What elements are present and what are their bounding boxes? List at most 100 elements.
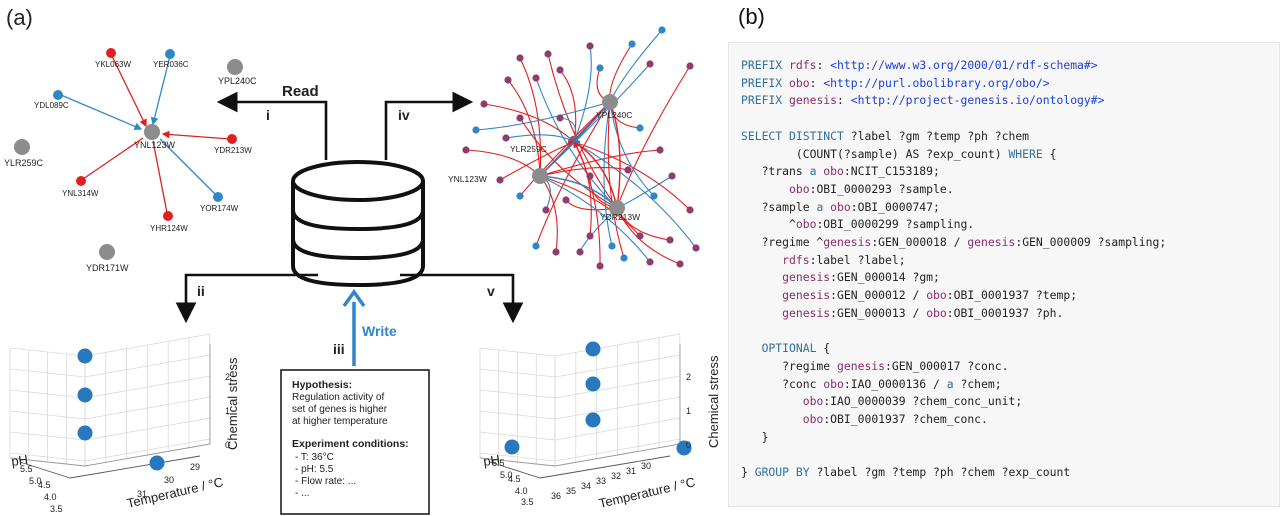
network-node <box>646 258 654 266</box>
tick: 33 <box>596 476 606 486</box>
code-token: obo <box>795 217 817 232</box>
network-node <box>532 74 540 82</box>
code-token <box>741 182 789 196</box>
network-edge <box>507 79 544 178</box>
code-token: } <box>741 429 769 444</box>
code-line <box>741 110 1166 128</box>
network-node <box>552 248 560 256</box>
network-edge <box>538 149 661 178</box>
network-edge <box>499 140 576 181</box>
code-token: obo <box>823 376 844 391</box>
network-node <box>562 196 570 204</box>
hypothesis-line: set of genes is higher <box>292 404 388 415</box>
code-token <box>741 394 803 408</box>
panel-b-label: (b) <box>738 4 765 29</box>
code-token: :GEN_000014 ?gm; <box>830 270 940 285</box>
tick: 30 <box>164 475 174 485</box>
code-token: :GEN_000009 ?sampling; <box>1015 235 1167 250</box>
code-token: obo <box>789 75 810 90</box>
grid-line <box>84 333 211 357</box>
code-token: :OBI_0001937 ?ph. <box>946 305 1064 320</box>
large-network <box>462 26 700 270</box>
code-line: genesis:GEN_000012 / obo:OBI_0001937 ?te… <box>741 287 1166 305</box>
code-line: ^obo:OBI_0000299 ?sampling. <box>741 216 1166 234</box>
network-edge <box>475 100 612 131</box>
code-line: OPTIONAL { <box>741 340 1166 358</box>
tick: 5.5 <box>20 464 33 474</box>
hypothesis-title: Hypothesis: <box>292 379 352 391</box>
data-point <box>585 341 601 357</box>
tick: 4.0 <box>515 486 528 496</box>
network-node <box>576 248 584 256</box>
network-hub-node <box>532 168 548 184</box>
code-line: PREFIX obo: <http://purl.obolibrary.org/… <box>741 75 1166 93</box>
code-token: obo <box>823 164 844 179</box>
tick: 34 <box>581 481 591 491</box>
network-node <box>636 232 644 240</box>
write-label: Write <box>362 323 397 339</box>
network-node <box>624 166 632 174</box>
node-label: YKL063W <box>95 60 131 69</box>
tick: 4.5 <box>508 474 521 484</box>
code-line: obo:OBI_0001937 ?chem_conc. <box>741 411 1166 429</box>
code-token: <http://project-genesis.io/ontology#> <box>850 93 1105 108</box>
network-node <box>650 192 658 200</box>
left-zlabel: Chemical stress <box>225 357 240 450</box>
code-line: rdfs:label ?label; <box>741 252 1166 270</box>
code-token: :OBI_0001937 ?chem_conc. <box>823 412 988 427</box>
network-node <box>646 60 654 68</box>
tick: 4.0 <box>44 492 57 502</box>
code-line: ?regime ^genesis:GEN_000018 / genesis:GE… <box>741 234 1167 252</box>
code-line: genesis:GEN_000013 / obo:OBI_0001937 ?ph… <box>741 305 1166 323</box>
axis-line <box>69 455 201 479</box>
code-token: } <box>741 465 755 480</box>
data-point <box>77 425 93 441</box>
code-line: ?trans a obo:NCIT_C153189; <box>741 163 1166 181</box>
tick: 4.5 <box>38 480 51 490</box>
code-token <box>741 412 803 426</box>
tick: 31 <box>137 489 147 499</box>
code-token: genesis <box>837 358 886 373</box>
code-token: ?regime ^ <box>741 235 824 250</box>
network-hub-node <box>602 94 618 110</box>
roman-iii: iii <box>333 341 345 357</box>
code-token: obo <box>802 394 824 409</box>
tick: 2 <box>225 372 230 382</box>
tick: 36 <box>551 491 561 501</box>
code-token: ?regime <box>741 358 838 373</box>
code-token: ?label ?gm ?temp ?ph ?chem ?exp_count <box>809 465 1071 480</box>
data-point <box>585 412 601 428</box>
network-edge <box>573 141 592 237</box>
tick: 3.5 <box>50 504 63 514</box>
network-edge <box>605 43 633 104</box>
code-token: { <box>1042 146 1057 161</box>
network-edge <box>519 57 544 178</box>
right-zlabel: Chemical stress <box>706 355 720 448</box>
code-token: :GEN_000012 / <box>830 288 927 303</box>
conditions-title: Experiment conditions: <box>292 438 409 450</box>
condition-line: - T: 36°C <box>295 452 334 463</box>
code-token <box>741 447 748 461</box>
tick: 29 <box>190 462 200 472</box>
node-label: YDL089C <box>34 101 69 110</box>
roman-i: i <box>266 107 270 123</box>
code-token: ?trans <box>741 164 810 179</box>
code-token <box>741 288 782 302</box>
network-node <box>596 64 604 72</box>
code-token: a <box>946 376 954 391</box>
data-point <box>149 455 165 471</box>
network-node <box>620 254 628 262</box>
network-node <box>496 176 504 184</box>
network-node <box>608 242 616 250</box>
hub-label: YNL123W <box>448 174 487 184</box>
axis-line <box>554 443 681 467</box>
network-edge <box>483 103 575 143</box>
network-edge <box>607 100 655 197</box>
code-line: PREFIX rdfs: <http://www.w3.org/2000/01/… <box>741 57 1166 75</box>
code-token: obo <box>926 305 947 320</box>
data-point <box>77 387 93 403</box>
code-token: rdfs <box>789 58 817 72</box>
code-token: ?conc <box>741 376 824 391</box>
network-edge <box>505 134 575 143</box>
code-line <box>741 446 1166 464</box>
